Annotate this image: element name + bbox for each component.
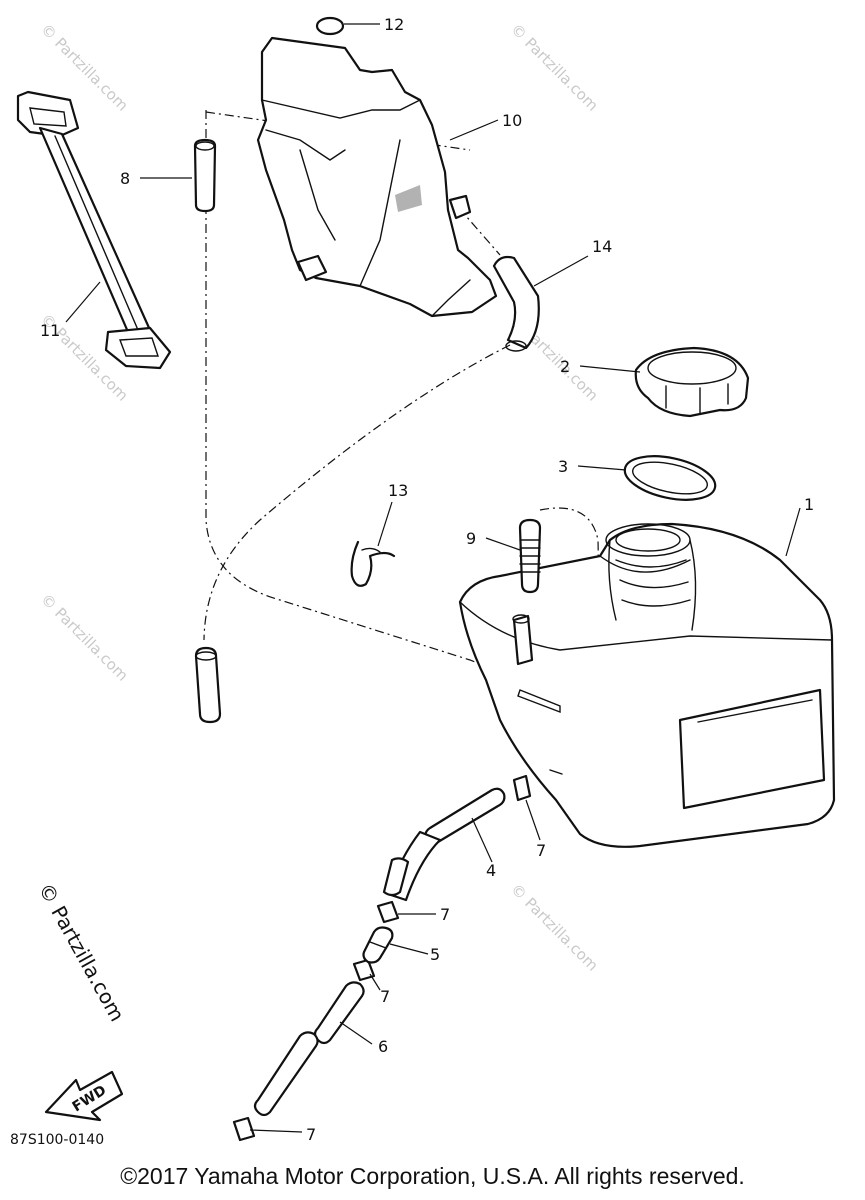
callout-5: 5 bbox=[430, 945, 440, 964]
part-14-hose bbox=[492, 255, 540, 352]
part-10-oil-tank bbox=[256, 36, 498, 318]
diagram-code: 87S100-0140 bbox=[10, 1132, 104, 1148]
part-7-clamp bbox=[232, 774, 532, 1142]
watermark-side: © Partzilla.com bbox=[34, 879, 130, 1026]
callouts: 12 10 8 14 11 2 3 1 13 9 4 7 7 5 7 6 7 bbox=[40, 15, 814, 1144]
leader-lines bbox=[65, 23, 801, 1133]
loose-hose bbox=[194, 646, 222, 724]
part-9-hose bbox=[518, 518, 542, 594]
part-5-filter bbox=[362, 926, 394, 964]
part-11-strap bbox=[16, 90, 172, 370]
callout-7: 7 bbox=[440, 905, 450, 924]
part-4-hose bbox=[382, 787, 506, 902]
part-2-filler-cap bbox=[634, 346, 750, 418]
callout-11: 11 bbox=[40, 321, 60, 340]
callout-7: 7 bbox=[306, 1125, 316, 1144]
callout-10: 10 bbox=[502, 111, 522, 130]
part-6-hose bbox=[253, 981, 365, 1117]
watermark-tile: © Partzilla.com bbox=[37, 590, 132, 685]
part-1-tank bbox=[458, 522, 836, 848]
callout-12: 12 bbox=[384, 15, 404, 34]
callout-2: 2 bbox=[560, 357, 570, 376]
callout-1: 1 bbox=[804, 495, 814, 514]
callout-6: 6 bbox=[378, 1037, 388, 1056]
copyright-notice: ©2017 Yamaha Motor Corporation, U.S.A. A… bbox=[120, 1163, 745, 1189]
callout-7: 7 bbox=[380, 987, 390, 1006]
callout-8: 8 bbox=[120, 169, 130, 188]
watermark-tile: © Partzilla.com bbox=[507, 880, 602, 975]
part-12-cap bbox=[315, 16, 345, 36]
callout-13: 13 bbox=[388, 481, 408, 500]
callout-14: 14 bbox=[592, 237, 612, 256]
callout-4: 4 bbox=[486, 861, 496, 880]
callout-9: 9 bbox=[466, 529, 476, 548]
fwd-arrow-icon: FWD bbox=[44, 1070, 124, 1122]
part-13-clip bbox=[350, 540, 396, 587]
part-8-hose bbox=[193, 138, 217, 213]
callout-3: 3 bbox=[558, 457, 568, 476]
callout-7: 7 bbox=[536, 841, 546, 860]
part-3-gasket bbox=[623, 455, 717, 501]
watermark-tile: © Partzilla.com bbox=[507, 20, 602, 115]
